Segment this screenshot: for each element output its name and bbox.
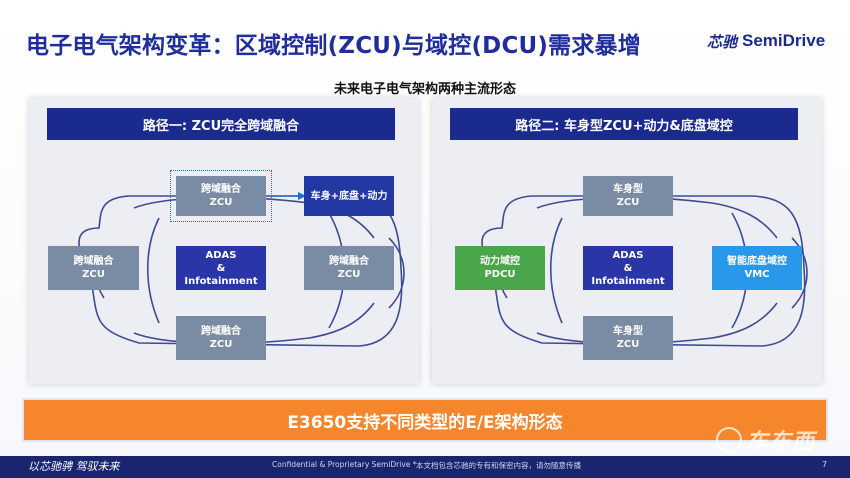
bottom-zcu-line2: ZCU xyxy=(209,339,233,350)
center-line2: & xyxy=(216,262,226,274)
center2-line1: ADAS xyxy=(612,249,644,261)
body-chassis-power-box: 车身+底盘+动力 xyxy=(304,176,394,216)
e3650-banner: E3650支持不同类型的E/E架构形态 xyxy=(22,398,828,442)
top-zcu-line2: ZCU xyxy=(209,197,233,208)
slide-subtitle: 未来电子电气架构两种主流形态 xyxy=(333,82,516,97)
page-number: 7 xyxy=(822,460,828,469)
left-zcu-box: 跨域融合 ZCU xyxy=(48,246,139,290)
top-body-zcu-line2: ZCU xyxy=(616,197,640,208)
right-zcu-line1: 跨域融合 xyxy=(329,256,369,267)
pdcu-line2: PDCU xyxy=(484,269,516,280)
vmc-line1: 智能底盘域控 xyxy=(727,256,787,267)
banner-text: E3650支持不同类型的E/E架构形态 xyxy=(287,412,563,433)
path-one-header: 路径一: ZCU完全跨域融合 xyxy=(47,108,395,140)
bottom-body-zcu-line1: 车身型 xyxy=(613,326,643,337)
dotted-arrow xyxy=(272,192,306,200)
top-body-zcu-box: 车身型 ZCU xyxy=(583,176,673,216)
semidrive-logo: 芯驰 SemiDrive xyxy=(707,30,825,52)
watermark-logo-icon xyxy=(716,427,742,453)
top-zcu-line1: 跨域融合 xyxy=(201,184,241,195)
pdcu-box: 动力域控 PDCU xyxy=(455,246,545,290)
left-zcu-line2: ZCU xyxy=(82,269,105,280)
vmc-box: 智能底盘域控 VMC xyxy=(712,246,802,290)
top-body-zcu-line1: 车身型 xyxy=(613,184,643,195)
footer-slogan: 以芯驰骋 驾驭未来 xyxy=(28,460,120,473)
slide-title: 电子电气架构变革：区域控制(ZCU)与域控(DCU)需求暴增 xyxy=(26,33,641,59)
bottom-body-zcu-line2: ZCU xyxy=(616,339,640,350)
zcu-highlight-outline xyxy=(170,170,272,222)
footer-notice: 本文档包含芯驰的专有和保密内容，请勿随意传播 xyxy=(416,461,581,470)
logo-en-text: SemiDrive xyxy=(742,31,826,50)
path-two-header: 路径二: 车身型ZCU+动力&底盘域控 xyxy=(450,108,798,140)
top-zcu-box: 跨域融合 ZCU xyxy=(176,176,266,216)
adas-infotainment-box-2: ADAS & Infotainment xyxy=(583,246,673,290)
bottom-body-zcu-box: 车身型 ZCU xyxy=(583,316,673,360)
bottom-zcu-line1: 跨域融合 xyxy=(201,326,241,337)
center2-line3: Infotainment xyxy=(591,275,665,287)
watermark: 车东西 xyxy=(716,418,844,462)
footer-bar: 以芯驰骋 驾驭未来 Confidential & Proprietary Sem… xyxy=(0,456,850,478)
path-one-panel: 路径一: ZCU完全跨域融合 跨域融合 ZCU 车身+底盘+动力 xyxy=(29,98,419,384)
path-two-panel: 路径二: 车身型ZCU+动力&底盘域控 车身型 ZCU 动力域控 PDCU AD… xyxy=(432,98,822,384)
right-zcu-box: 跨域融合 ZCU xyxy=(304,246,394,290)
center2-line2: & xyxy=(623,262,633,274)
right-zcu-line2: ZCU xyxy=(337,269,361,280)
pdcu-line1: 动力域控 xyxy=(480,256,520,267)
adas-infotainment-box: ADAS & Infotainment xyxy=(176,246,266,290)
body-chassis-power-label: 车身+底盘+动力 xyxy=(310,190,388,202)
bottom-zcu-box: 跨域融合 ZCU xyxy=(176,316,266,360)
logo-cn-text: 芯驰 xyxy=(707,32,738,51)
footer-confidential: Confidential & Proprietary SemiDrive * xyxy=(272,460,417,469)
watermark-text: 车东西 xyxy=(746,430,816,455)
center-line3: Infotainment xyxy=(184,275,258,287)
left-zcu-line1: 跨域融合 xyxy=(73,256,114,267)
center-line1: ADAS xyxy=(205,249,237,261)
vmc-line2: VMC xyxy=(744,269,770,280)
